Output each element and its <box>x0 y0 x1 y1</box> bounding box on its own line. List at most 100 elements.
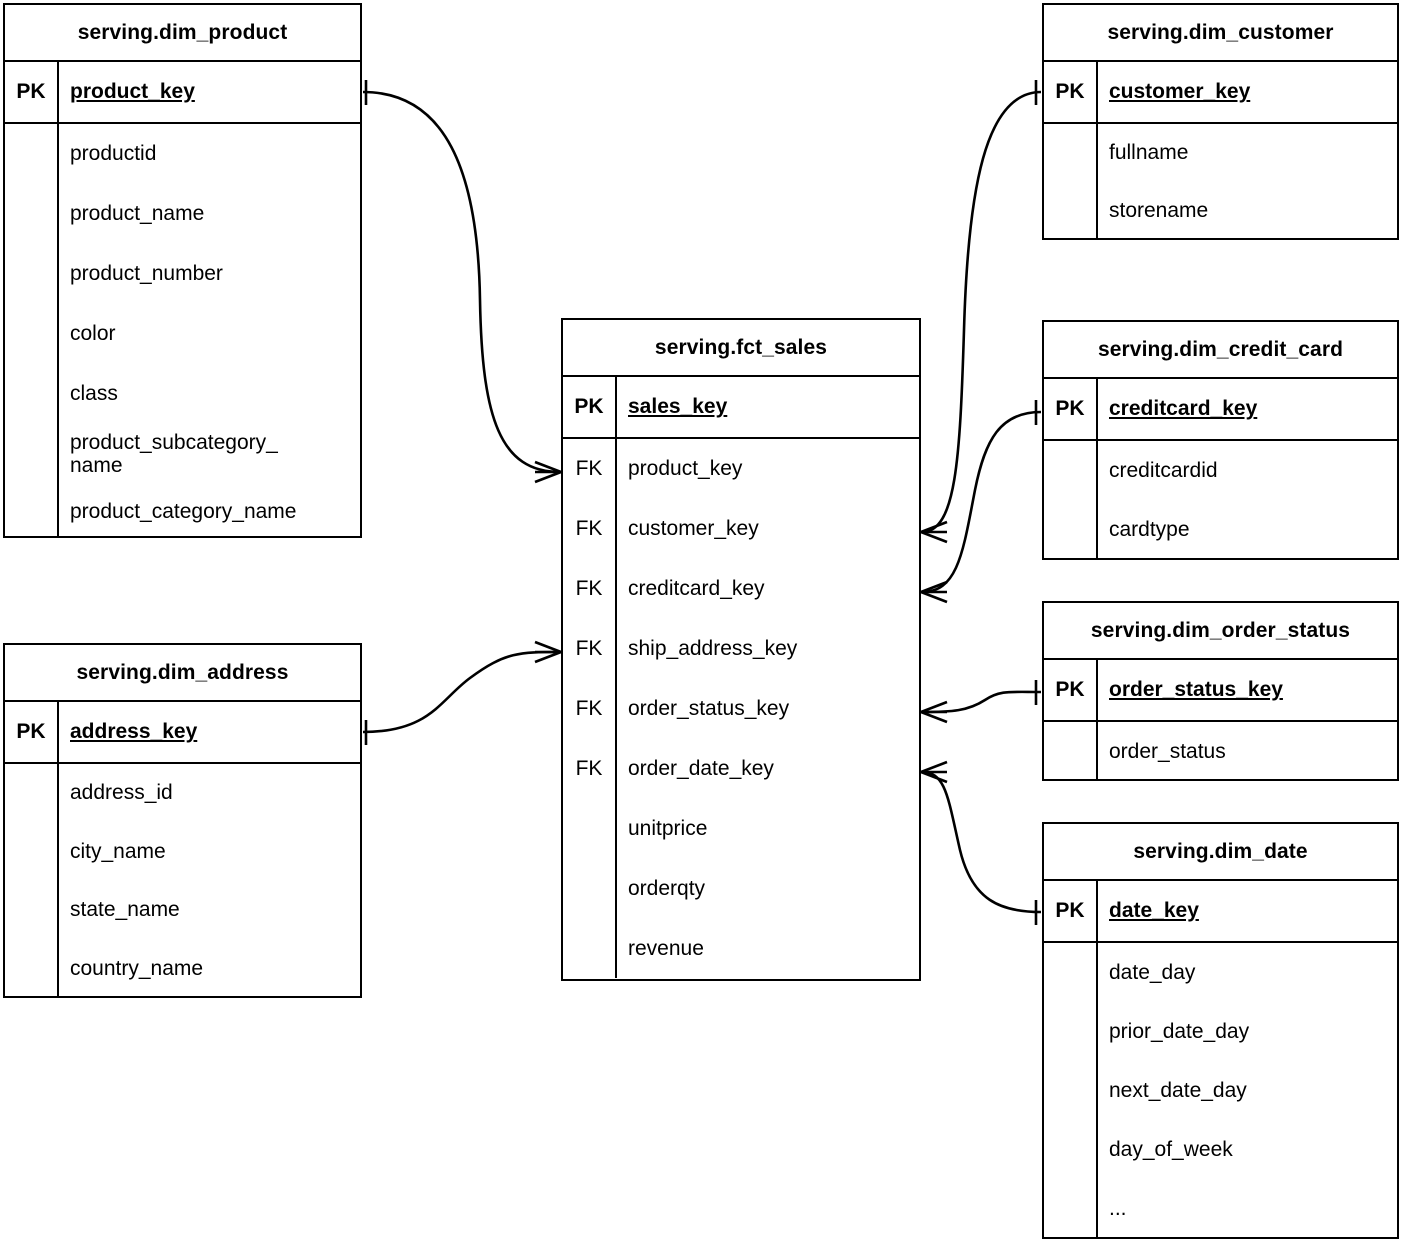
fk-field-name: order_date_key <box>628 757 774 781</box>
pk-field-name: address_key <box>70 720 198 744</box>
pk-badge: PK <box>1044 660 1098 720</box>
attribute-row: class <box>70 382 118 405</box>
key-column-spacer <box>563 859 617 919</box>
connector-customer <box>921 90 1042 534</box>
fields-body: FK product_key FK customer_key FK credit… <box>563 439 919 978</box>
pk-badge: PK <box>5 702 59 762</box>
attribute-row: address_id <box>70 781 173 805</box>
fk-field-name: customer_key <box>628 517 759 541</box>
attributes-body: creditcardid cardtype <box>1044 441 1397 560</box>
fk-row: FK order_status_key <box>563 679 919 739</box>
crowfoot-product <box>534 460 562 484</box>
entity-title: serving.dim_order_status <box>1044 603 1397 660</box>
pk-field-name: product_key <box>70 80 195 104</box>
pk-field-name: order_status_key <box>1109 678 1283 702</box>
key-column-spacer <box>5 124 59 538</box>
fk-field-name: ship_address_key <box>628 637 798 661</box>
measure-name: unitprice <box>628 817 708 841</box>
attribute-row: product_subcategory_ name <box>70 431 278 477</box>
pk-badge: PK <box>5 62 59 122</box>
attribute-row: order_status <box>1109 739 1226 763</box>
fk-badge: FK <box>563 619 617 679</box>
measure-row: revenue <box>563 919 919 978</box>
attributes-body: productid product_name product_number co… <box>5 124 360 538</box>
attribute-list: order_status <box>1098 722 1397 781</box>
pk-field-name: customer_key <box>1109 80 1251 104</box>
fk-row: FK ship_address_key <box>563 619 919 679</box>
fk-badge: FK <box>563 739 617 799</box>
entity-title: serving.dim_date <box>1044 824 1397 881</box>
measure-name: revenue <box>628 936 704 960</box>
attribute-row: storename <box>1109 199 1209 222</box>
fk-row: FK creditcard_key <box>563 559 919 619</box>
pk-row: PK product_key <box>5 62 360 124</box>
connector-address <box>362 650 561 734</box>
pk-row: PK date_key <box>1044 881 1397 943</box>
crowfoot-creditcard <box>920 580 948 604</box>
key-column-spacer <box>1044 124 1098 240</box>
attribute-row: next_date_day <box>1109 1079 1247 1102</box>
entity-title: serving.dim_product <box>5 5 360 62</box>
measure-row: orderqty <box>563 859 919 919</box>
pk-field-name: date_key <box>1109 899 1199 923</box>
attribute-row: fullname <box>1109 141 1189 164</box>
attributes-body: fullname storename <box>1044 124 1397 240</box>
attributes-body: order_status <box>1044 722 1397 781</box>
key-column-spacer <box>1044 943 1098 1239</box>
key-column-spacer <box>1044 441 1098 560</box>
attribute-row: product_name <box>70 202 205 225</box>
fk-badge: FK <box>563 679 617 739</box>
fk-badge: FK <box>563 559 617 619</box>
attribute-row: product_category_name <box>70 500 297 523</box>
crowfoot-orderstatus <box>920 700 948 724</box>
fk-badge: FK <box>563 439 617 499</box>
entity-dim-order-status[interactable]: serving.dim_order_status PK order_status… <box>1042 601 1399 781</box>
entity-title: serving.dim_credit_card <box>1044 322 1397 379</box>
crowfoot-customer <box>920 520 948 544</box>
entity-dim-date[interactable]: serving.dim_date PK date_key date_day pr… <box>1042 822 1399 1239</box>
pk-row: PK order_status_key <box>1044 660 1397 722</box>
attribute-list: productid product_name product_number co… <box>59 124 360 538</box>
entity-fct-sales[interactable]: serving.fct_sales PK sales_key FK produc… <box>561 318 921 981</box>
attribute-row: day_of_week <box>1109 1138 1233 1162</box>
attributes-body: date_day prior_date_day next_date_day da… <box>1044 943 1397 1239</box>
attribute-row: color <box>70 322 116 345</box>
pk-field-name: sales_key <box>628 395 728 419</box>
entity-dim-product[interactable]: serving.dim_product PK product_key produ… <box>3 3 362 538</box>
entity-title: serving.dim_customer <box>1044 5 1397 62</box>
measure-name: orderqty <box>628 877 706 901</box>
pk-badge: PK <box>1044 379 1098 439</box>
fk-row: FK order_date_key <box>563 739 919 799</box>
entity-dim-customer[interactable]: serving.dim_customer PK customer_key ful… <box>1042 3 1399 240</box>
pk-row: PK customer_key <box>1044 62 1397 124</box>
entity-dim-credit-card[interactable]: serving.dim_credit_card PK creditcard_ke… <box>1042 320 1399 560</box>
attribute-row: state_name <box>70 898 180 922</box>
attribute-list: fullname storename <box>1098 124 1397 240</box>
pk-row: PK address_key <box>5 702 360 764</box>
crowfoot-shipaddress <box>534 640 562 664</box>
key-column-spacer <box>563 919 617 978</box>
pk-row: PK sales_key <box>563 377 919 439</box>
fk-field-name: order_status_key <box>628 697 790 721</box>
attributes-body: address_id city_name state_name country_… <box>5 764 360 998</box>
fk-row: FK product_key <box>563 439 919 499</box>
entity-dim-address[interactable]: serving.dim_address PK address_key addre… <box>3 643 362 998</box>
fk-field-name: creditcard_key <box>628 577 765 601</box>
attribute-list: date_day prior_date_day next_date_day da… <box>1098 943 1397 1239</box>
entity-title: serving.fct_sales <box>563 320 919 377</box>
connector-orderstatus <box>921 690 1042 714</box>
attribute-row: product_number <box>70 262 223 285</box>
attribute-row: prior_date_day <box>1109 1019 1250 1043</box>
attribute-list: creditcardid cardtype <box>1098 441 1397 560</box>
attribute-row: cardtype <box>1109 518 1190 542</box>
attribute-row: productid <box>70 142 157 165</box>
entity-title: serving.dim_address <box>5 645 360 702</box>
fk-row: FK customer_key <box>563 499 919 559</box>
connector-product <box>362 90 561 474</box>
pk-badge: PK <box>1044 62 1098 122</box>
key-column-spacer <box>563 799 617 859</box>
attribute-row: city_name <box>70 839 166 863</box>
fk-field-name: product_key <box>628 457 743 481</box>
fk-badge: FK <box>563 499 617 559</box>
